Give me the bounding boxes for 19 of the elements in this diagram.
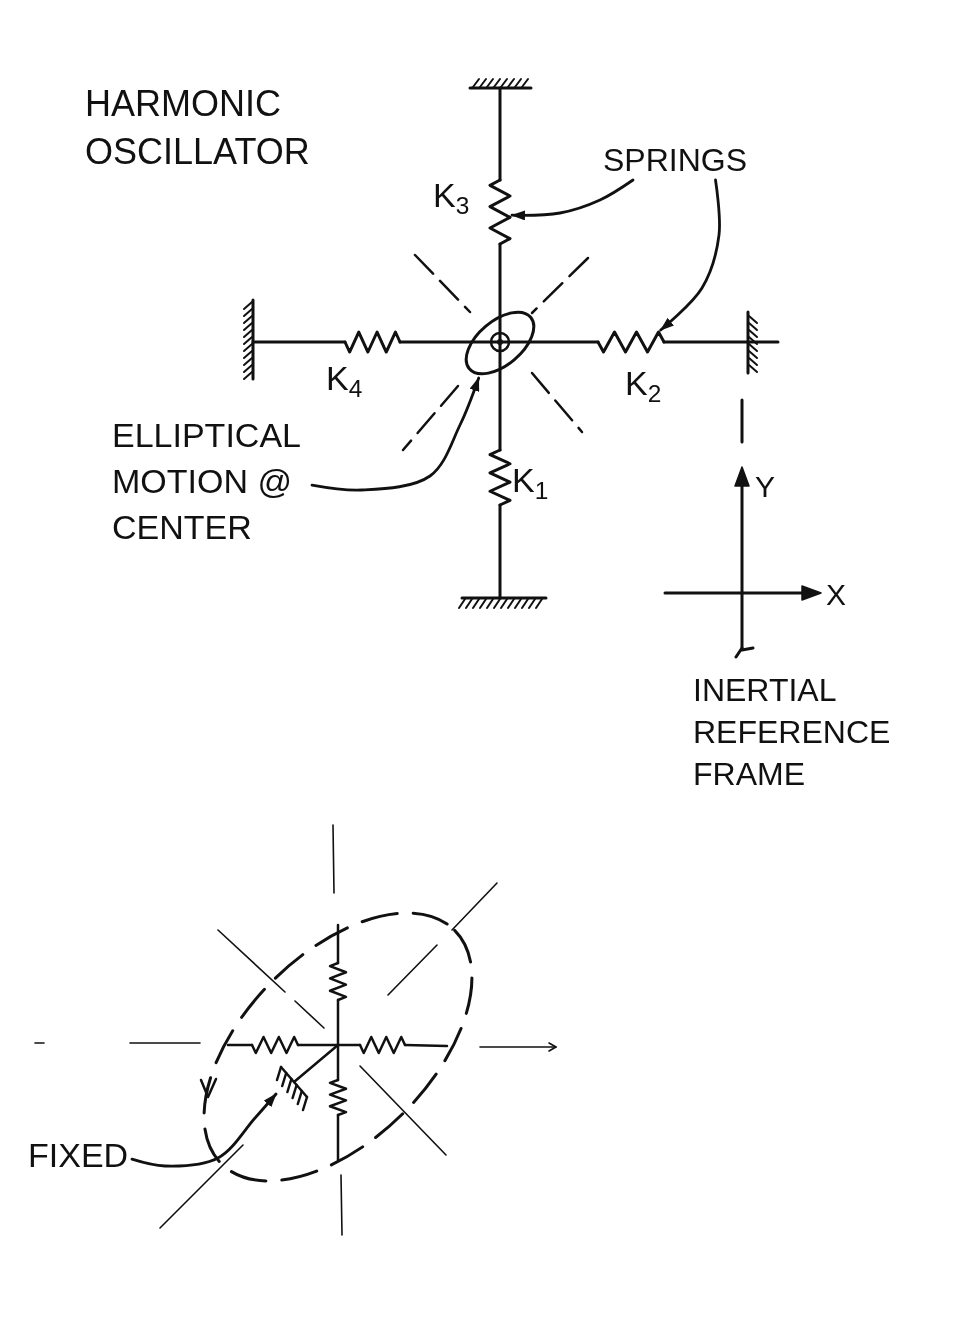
spring-symbol <box>598 330 664 354</box>
spring-constant-label: K$_{2}$ <box>625 363 662 403</box>
leader-arrow <box>310 376 481 492</box>
leader-arrow <box>510 178 635 221</box>
callout-label: SPRINGS <box>603 140 753 180</box>
callout-label: FIXED <box>28 1134 132 1176</box>
leader-arrow <box>130 1092 278 1168</box>
axis-label: Y <box>755 469 775 505</box>
elliptical-orbit <box>462 308 538 378</box>
frame-label: INERTIAL REFERENCE FRAME <box>693 671 892 794</box>
diagram-title: HARMONIC OSCILLATOR <box>85 82 311 174</box>
spring-symbol <box>488 180 512 244</box>
fixed-support-hatch <box>276 1064 310 1114</box>
callout-label: ELLIPTICAL MOTION @ CENTER <box>112 412 312 550</box>
spring-constant-label: K$_{4}$ <box>326 358 363 398</box>
axis-label: X <box>826 577 846 613</box>
leader-arrow <box>659 178 721 332</box>
spring-constant-label: K$_{3}$ <box>433 175 470 215</box>
spring-constant-label: K$_{1}$ <box>512 460 549 500</box>
